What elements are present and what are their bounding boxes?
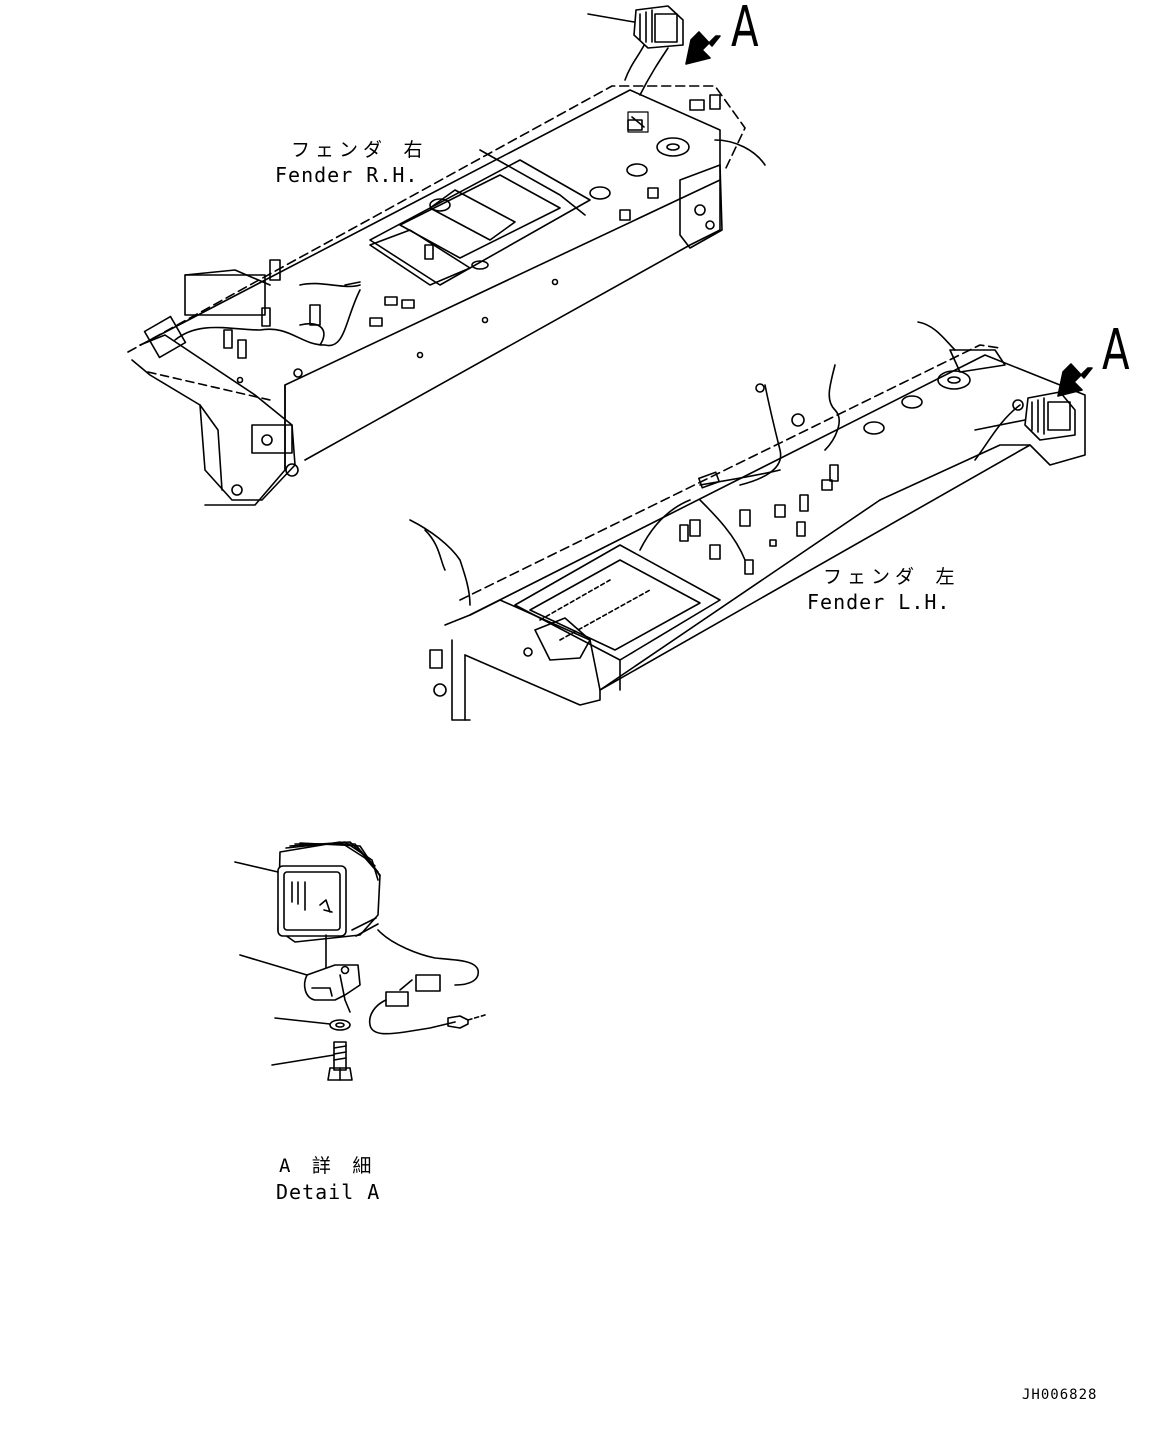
callout-a-top: A — [731, 0, 759, 60]
work-lamp-rh — [587, 5, 684, 49]
detail-a-washer — [274, 1017, 351, 1031]
label-detail-en: Detail A — [276, 1180, 381, 1204]
detail-a-lamp — [234, 841, 486, 1035]
detail-a-bolt — [271, 1041, 353, 1081]
detail-a-bracket — [239, 954, 361, 1013]
work-lamp-lh — [974, 391, 1076, 441]
label-detail-jp: A 詳 細 — [279, 1155, 377, 1177]
label-fender-lh-jp: フェンダ 左 — [823, 566, 960, 588]
label-fender-rh-jp: フェンダ 右 — [291, 139, 428, 161]
arrow-a-right-icon — [1057, 363, 1093, 397]
drawing-code: JH006828 — [1022, 1387, 1098, 1403]
arrow-a-top-icon — [685, 31, 721, 65]
label-fender-lh-en: Fender L.H. — [807, 590, 951, 614]
label-fender-rh-en: Fender R.H. — [275, 163, 419, 187]
fender-lh-frame — [409, 321, 1086, 721]
fender-rh-frame — [127, 29, 766, 506]
callout-a-right: A — [1102, 318, 1130, 383]
